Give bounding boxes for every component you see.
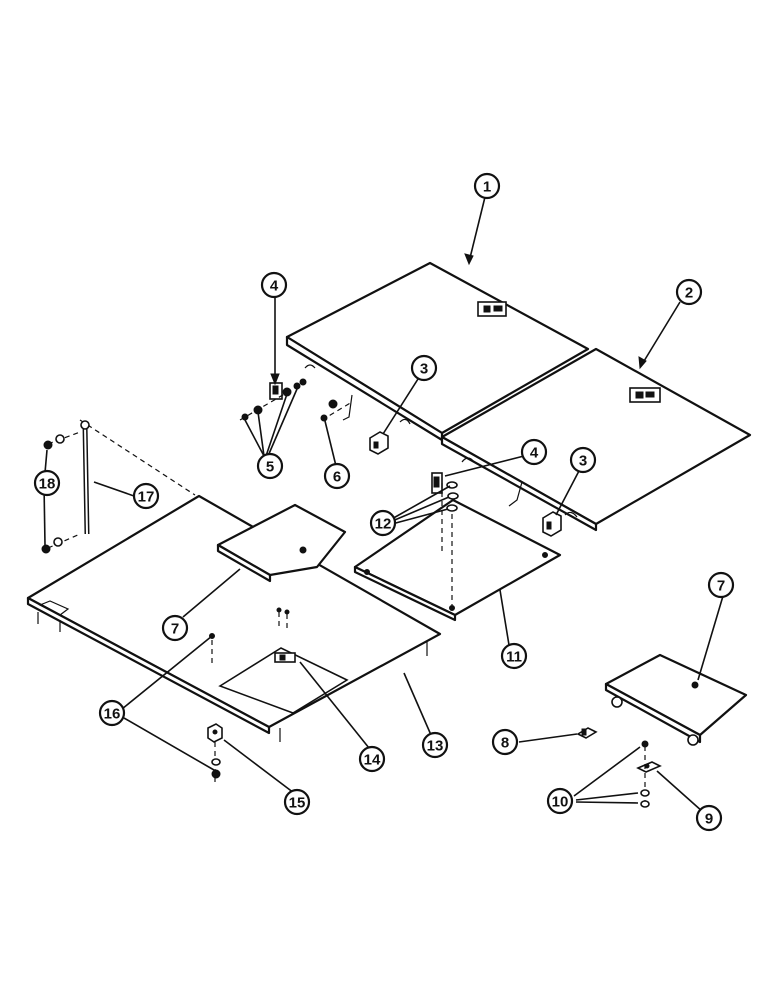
callout-label: 18 <box>39 476 56 493</box>
callout-label: 3 <box>420 361 428 378</box>
callout-circle <box>323 462 351 490</box>
callout-circle <box>358 745 386 773</box>
callout-label: 8 <box>501 735 509 752</box>
callout-c4a: 4 <box>260 271 288 299</box>
callout-circle <box>260 271 288 299</box>
callout-c13: 13 <box>421 731 449 759</box>
floor-plate-part-13 <box>26 419 442 742</box>
leader-lines <box>43 196 724 813</box>
latch-part-4-left <box>269 382 283 400</box>
callout-label: 11 <box>506 649 522 666</box>
callout-c1: 1 <box>473 172 501 200</box>
fasteners-part-5 <box>239 378 307 421</box>
callout-circle <box>675 278 703 306</box>
cover-part-7-right <box>604 653 748 746</box>
bracket-part-15 <box>207 723 223 743</box>
callout-c10: 10 <box>546 787 574 815</box>
callout-circle <box>707 571 735 599</box>
callout-c8: 8 <box>491 728 519 756</box>
washers-part-12 <box>446 481 459 512</box>
callout-label: 12 <box>375 516 392 533</box>
rod-part-17 <box>80 420 90 535</box>
callout-circle <box>132 482 160 510</box>
callout-label: 10 <box>552 794 569 811</box>
bracket-part-3-right <box>542 511 562 537</box>
callout-c6: 6 <box>323 462 351 490</box>
callout-circle <box>500 642 528 670</box>
cover-part-7-left <box>216 503 347 583</box>
callout-c7b: 7 <box>707 571 735 599</box>
panel-part-1 <box>285 261 590 442</box>
callout-circle <box>491 728 519 756</box>
callout-label: 16 <box>104 706 121 723</box>
callout-c16: 16 <box>98 699 126 727</box>
callout-c5: 5 <box>256 452 284 480</box>
callout-c2: 2 <box>675 278 703 306</box>
bolt-part-6 <box>320 399 353 422</box>
callout-circle <box>369 509 397 537</box>
hardware-part-16 <box>211 742 221 782</box>
callout-label: 14 <box>364 752 381 769</box>
panel-part-2 <box>440 347 752 532</box>
callout-circle <box>546 787 574 815</box>
callout-c11: 11 <box>500 642 528 670</box>
callout-circle <box>256 452 284 480</box>
hardware-part-10 <box>640 740 650 808</box>
callout-c14: 14 <box>358 745 386 773</box>
callout-circle <box>410 354 438 382</box>
callout-label: 13 <box>427 738 444 755</box>
latch-part-4-right <box>431 472 443 494</box>
callout-label: 5 <box>266 459 274 476</box>
callout-c3a: 3 <box>410 354 438 382</box>
callout-label: 9 <box>705 811 713 828</box>
callout-label: 3 <box>579 453 587 470</box>
callout-circle <box>33 469 61 497</box>
callout-label: 4 <box>530 445 539 462</box>
plate-part-11 <box>353 483 562 622</box>
clip-part-8 <box>576 727 598 739</box>
callout-circle <box>98 699 126 727</box>
callout-circle <box>473 172 501 200</box>
callout-circle <box>421 731 449 759</box>
callout-c15: 15 <box>283 788 311 816</box>
callout-circle <box>283 788 311 816</box>
callout-circle <box>161 614 189 642</box>
callout-c7a: 7 <box>161 614 189 642</box>
callout-c17: 17 <box>132 482 160 510</box>
callout-circle <box>695 804 723 832</box>
callout-label: 15 <box>289 795 306 812</box>
callout-c12: 12 <box>369 509 397 537</box>
callout-label: 2 <box>685 285 693 302</box>
callout-label: 4 <box>270 278 279 295</box>
callout-label: 1 <box>483 179 491 196</box>
callout-circle <box>569 446 597 474</box>
bracket-part-9 <box>636 761 662 773</box>
latch-part-14 <box>274 652 296 663</box>
callout-c18: 18 <box>33 469 61 497</box>
callout-label: 7 <box>717 578 725 595</box>
callout-c4b: 4 <box>520 438 548 466</box>
callout-label: 6 <box>333 469 341 486</box>
callout-c9: 9 <box>695 804 723 832</box>
callout-circle <box>520 438 548 466</box>
callout-label: 17 <box>138 489 155 506</box>
bracket-part-3-left <box>369 431 389 455</box>
hardware-part-18 <box>41 431 81 554</box>
callout-label: 7 <box>171 621 179 638</box>
callout-c3b: 3 <box>569 446 597 474</box>
